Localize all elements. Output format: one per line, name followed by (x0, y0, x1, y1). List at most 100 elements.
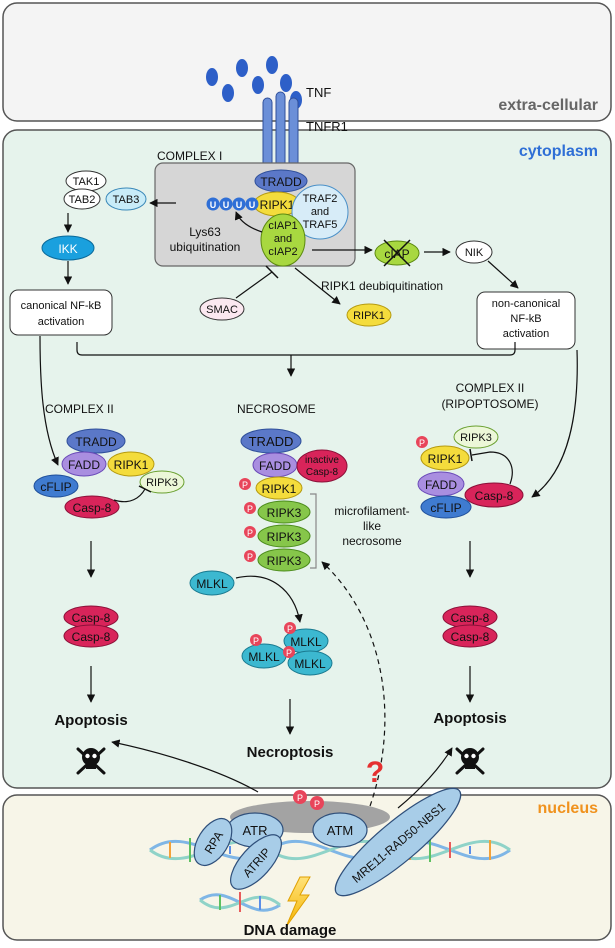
ripoptosome-phospho (416, 436, 428, 448)
necrosome-ripk1-label: RIPK1 (262, 482, 297, 496)
tak1-label: TAK1 (73, 176, 100, 188)
traf-line1: TRAF2 (303, 193, 338, 205)
rpa: RPA (193, 817, 233, 867)
tnf-molecule (252, 76, 264, 94)
right-skull-icon (455, 747, 485, 775)
complex1-tradd-label: TRADD (260, 175, 302, 189)
right-casp8-dimer-b (442, 624, 498, 648)
mlkl-oligomer-2-label: MLKL (290, 635, 322, 649)
ripoptosome-ripk1-label: RIPK1 (428, 452, 463, 466)
svg-text:U: U (249, 200, 256, 210)
micro-line3: necrosome (342, 534, 402, 548)
atrip: ATRIP (230, 834, 282, 890)
smac (199, 297, 245, 321)
ubiquitin (206, 197, 220, 211)
atm-phospho (310, 796, 324, 810)
svg-text:U: U (210, 200, 217, 210)
mlkl-oligomer-1-label: MLKL (248, 650, 280, 664)
tnfr1-receptor (262, 91, 299, 179)
noncanonical-nfkb-box (476, 291, 576, 350)
smac-inhibition (235, 271, 273, 299)
smac-inhibition-bar (265, 265, 279, 279)
ubiquitin (245, 197, 259, 211)
casp8-inhibits-ripk3 (113, 488, 146, 503)
nik-to-nfkb-arrow (487, 260, 519, 289)
complex1-traf (291, 184, 349, 240)
extracellular-label: extra-cellular (498, 97, 598, 114)
svg-text:U: U (236, 200, 243, 210)
ripoptosome-title-line1: COMPLEX II (456, 381, 525, 395)
necrosome-ripk3-2-label: RIPK3 (267, 530, 302, 544)
dna-to-right-apoptosis-arrow (397, 747, 453, 809)
cytoplasm-label: cytoplasm (519, 143, 598, 160)
tnf-molecule (236, 59, 248, 77)
necroptosis: Necroptosis (247, 744, 334, 761)
ciap-line2: and (274, 233, 292, 245)
complex2-fadd-label: FADD (68, 458, 100, 472)
nucleus-label: nucleus (538, 800, 599, 817)
ripoptosome-phospho-label: P (419, 438, 425, 448)
atr-phospho (293, 790, 307, 804)
ubiquitin (219, 197, 233, 211)
unknown-mechanism: ? (366, 756, 384, 789)
necrosome-ripk3-3 (257, 548, 311, 572)
mlkl-phospho: P P P (250, 622, 296, 658)
left-apoptosis: Apoptosis (54, 712, 127, 729)
atm (312, 812, 368, 848)
ripoptosome-ripk3-label: RIPK3 (460, 432, 492, 444)
canonical-nfkb-line2: activation (38, 316, 84, 328)
nik-label: NIK (465, 247, 484, 259)
complex2-cflip-label: cFLIP (40, 480, 71, 494)
nfkb-to-complex2-arrow (39, 335, 59, 466)
canonical-nfkb-box (9, 289, 113, 336)
complex2-casp8-label: Casp-8 (73, 501, 112, 515)
necrosome-ripk3-2 (257, 524, 311, 548)
necrosome-title: NECROSOME (237, 402, 316, 416)
traf-line3: TRAF5 (303, 219, 338, 231)
complex2-ripk1 (107, 451, 155, 477)
right-casp8-dimer-a-label: Casp-8 (451, 611, 490, 625)
necrosome-ripk3-3-label: RIPK3 (267, 554, 302, 568)
complex2-title: COMPLEX II (45, 402, 114, 416)
branch-bracket (76, 342, 516, 356)
tnf-molecule (206, 68, 218, 86)
mlkl-label: MLKL (196, 577, 228, 591)
complex2-ripk1-label: RIPK1 (114, 458, 149, 472)
atm-phospho-label: P (314, 799, 320, 809)
noncanonical-nfkb-line2: NF-kB (510, 313, 541, 325)
micro-line1: microfilament- (334, 504, 409, 518)
ripoptosome-cflip (420, 495, 472, 519)
mlkl (189, 570, 235, 596)
complex2-casp8 (64, 495, 120, 519)
atr-label: ATR (242, 823, 267, 838)
necrosome-bracket (310, 493, 317, 569)
tnf-molecule (266, 56, 278, 74)
complex2-ripk3-label: RIPK3 (146, 477, 178, 489)
svg-text:P: P (247, 528, 253, 538)
svg-text:P: P (242, 480, 248, 490)
necrosome-fadd-label: FADD (259, 459, 291, 473)
complex1-title: COMPLEX I (157, 149, 222, 163)
noncanonical-to-ripoptosome-arrow (531, 349, 578, 498)
tab2-label: TAB2 (69, 194, 96, 206)
damage-bolt-icon (285, 876, 311, 928)
free-ripk1 (346, 303, 392, 327)
svg-text:P: P (247, 504, 253, 514)
ripoptosome-fadd-label: FADD (425, 478, 457, 492)
mlkl-oligomer-3-label: MLKL (294, 657, 326, 671)
svg-text:P: P (247, 552, 253, 562)
tnf-molecule (222, 84, 234, 102)
complex2-tradd-label: TRADD (75, 435, 117, 449)
ikk (41, 235, 95, 261)
ripoptosome-casp8-label: Casp-8 (475, 489, 514, 503)
ikk-label: IKK (58, 242, 77, 256)
tab2 (63, 188, 101, 210)
ciap-line3: cIAP2 (268, 246, 297, 258)
ciap-cross (383, 239, 411, 267)
svg-text:P: P (287, 624, 293, 634)
necrosome-ripk1 (255, 476, 303, 500)
ciap-line1: cIAP1 (268, 220, 297, 232)
svg-text:U: U (223, 200, 230, 210)
